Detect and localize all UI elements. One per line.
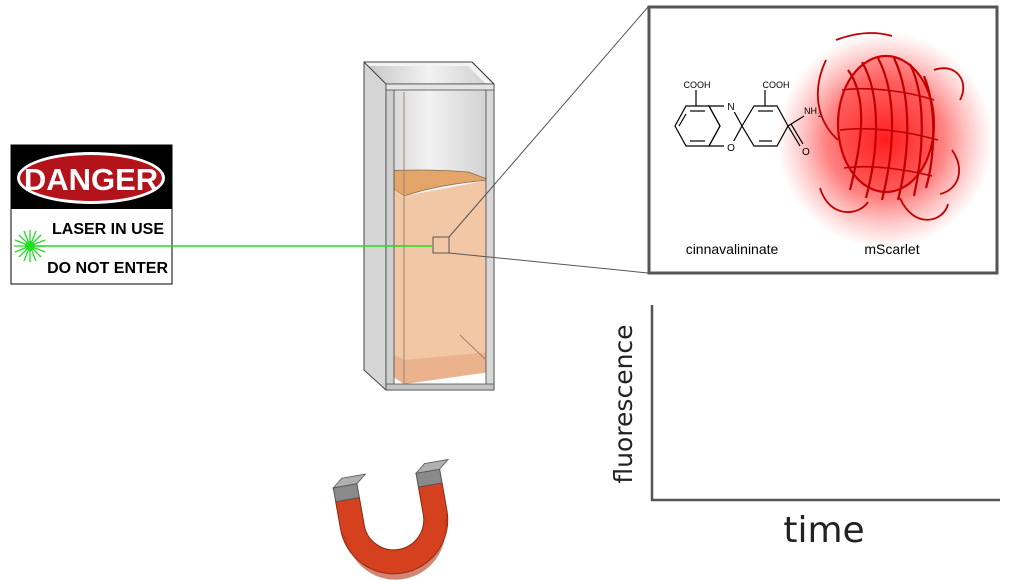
cuvette xyxy=(363,61,495,391)
zoom-indicator xyxy=(432,6,649,274)
mscarlet-protein-structure xyxy=(816,32,965,221)
ring-o-mask xyxy=(724,141,738,153)
sign-line-1: LASER IN USE xyxy=(52,221,164,238)
amine-subscript: 2 xyxy=(818,113,822,119)
keto-oxygen-label: O xyxy=(802,147,810,158)
ring-nitrogen-label: N xyxy=(727,102,734,113)
y-axis-label: fluorescence xyxy=(609,324,638,483)
x-axis-label: time xyxy=(783,510,864,551)
fluorescence-plot: fluorescence time xyxy=(609,305,1000,551)
protein-name: mScarlet xyxy=(864,241,919,257)
sign-line-2: DO NOT ENTER xyxy=(47,260,168,277)
cooh-left-label: COOH xyxy=(684,80,711,90)
magnet-icon xyxy=(332,458,450,580)
molecule-name: cinnavalininate xyxy=(686,241,779,257)
cinnavalininate-structure xyxy=(674,90,805,147)
cooh-right-label: COOH xyxy=(763,80,790,90)
protein-glow xyxy=(777,32,993,248)
zoom-inset: N O COOH COOH NH 2 O cinnavalininate mSc… xyxy=(647,5,999,275)
laser-beam xyxy=(14,230,432,262)
ring-oxygen-label: O xyxy=(727,143,735,154)
amine-label: NH xyxy=(804,106,817,116)
sign-header-text: DANGER xyxy=(24,162,158,197)
cuvette-air xyxy=(368,66,490,178)
ring-n-mask xyxy=(724,100,738,112)
danger-sign: DANGER LASER IN USE DO NOT ENTER xyxy=(10,144,173,285)
meniscus xyxy=(367,169,491,197)
sign-oval xyxy=(20,155,162,201)
